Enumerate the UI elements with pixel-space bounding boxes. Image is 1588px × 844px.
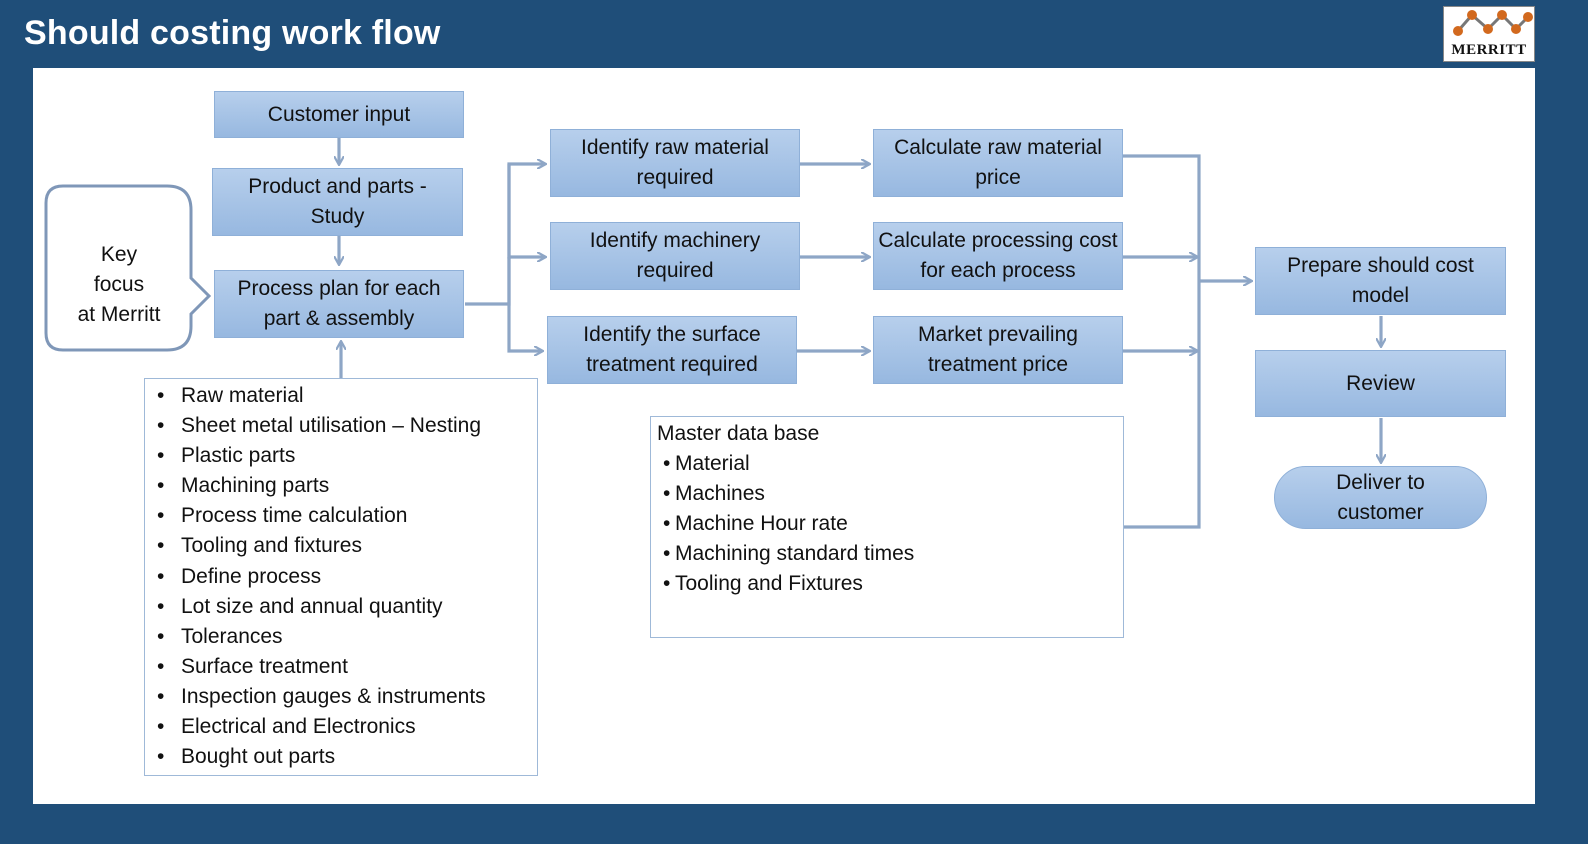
list-item: Bought out parts	[145, 742, 537, 772]
arrow-plan-to-surface	[507, 257, 542, 351]
list-item: Surface treatment	[145, 652, 537, 682]
customer-input-box: Customer input	[214, 91, 464, 138]
list-item: Inspection gauges & instruments	[145, 682, 537, 712]
product-study-box: Product and parts - Study	[212, 168, 463, 236]
identify-surface-line-2: treatment required	[586, 353, 758, 376]
key-focus-callout: Key focus at Merritt	[73, 240, 165, 330]
list-item: Material	[651, 449, 1123, 479]
list-item: Sheet metal utilisation – Nesting	[145, 411, 537, 441]
identify-machinery-line-2: required	[636, 259, 714, 282]
list-item: Process time calculation	[145, 501, 537, 531]
list-item: Tooling and Fixtures	[651, 569, 1123, 599]
prepare-model-box: Prepare should cost model	[1255, 247, 1506, 315]
identify-surface-line-1: Identify the surface	[583, 323, 761, 346]
list-item: Define process	[145, 562, 537, 592]
logo-molecule-icon	[1453, 10, 1533, 36]
merritt-logo: MERRITT	[1443, 6, 1535, 62]
identify-raw-line-2: required	[636, 166, 714, 189]
calc-processing-line-2: for each process	[920, 259, 1076, 282]
process-plan-line-2: part & assembly	[263, 307, 415, 330]
calc-raw-line-1: Calculate raw material	[894, 136, 1102, 159]
list-item: Electrical and Electronics	[145, 712, 537, 742]
review-box: Review	[1255, 350, 1506, 417]
deliver-box: Deliver to customer	[1274, 466, 1487, 529]
list-item: Machine Hour rate	[651, 509, 1123, 539]
calc-processing-line-1: Calculate processing cost	[878, 229, 1118, 252]
page-title: Should costing work flow	[24, 14, 441, 52]
master-database-title: Master data base	[657, 422, 820, 445]
review-label: Review	[1346, 371, 1415, 395]
market-price-line-2: treatment price	[927, 353, 1069, 376]
list-item: Lot size and annual quantity	[145, 592, 537, 622]
identify-surface-box: Identify the surface treatment required	[547, 316, 797, 384]
list-item: Raw material	[145, 381, 537, 411]
master-database-box: Master data base Material Machines Machi…	[650, 416, 1124, 638]
identify-machinery-line-1: Identify machinery	[589, 229, 761, 252]
list-item: Tolerances	[145, 622, 537, 652]
list-item: Machines	[651, 479, 1123, 509]
inputs-list: Raw material Sheet metal utilisation – N…	[145, 381, 537, 772]
product-study-line-2: Study	[310, 205, 365, 228]
prepare-model-line-1: Prepare should cost	[1287, 254, 1474, 277]
diagram-canvas: Key focus at Merritt Customer input Prod…	[33, 68, 1535, 804]
prepare-model-line-2: model	[1351, 284, 1410, 307]
key-focus-callout-shape	[44, 184, 212, 352]
logo-text: MERRITT	[1451, 42, 1527, 58]
arrow-plan-to-raw	[465, 164, 545, 306]
calc-raw-line-2: price	[975, 166, 1021, 189]
deliver-line-2: customer	[1337, 500, 1424, 524]
identify-raw-box: Identify raw material required	[550, 129, 800, 197]
process-plan-line-1: Process plan for each	[237, 277, 441, 300]
connectors	[44, 138, 1535, 529]
market-price-box: Market prevailing treatment price	[873, 316, 1123, 384]
list-item: Tooling and fixtures	[145, 531, 537, 561]
customer-input-label: Customer input	[267, 102, 411, 126]
callout-line-2: at Merritt	[77, 303, 161, 326]
deliver-line-1: Deliver to	[1336, 470, 1425, 494]
arrow-plan-to-machinery	[507, 164, 545, 257]
process-plan-box: Process plan for each part & assembly	[214, 270, 464, 338]
list-item: Machining standard times	[651, 539, 1123, 569]
inputs-list-box: Raw material Sheet metal utilisation – N…	[144, 378, 538, 776]
product-study-line-1: Product and parts -	[248, 175, 427, 198]
callout-line-1: Key focus	[93, 243, 145, 296]
master-database-list: Material Machines Machine Hour rate Mach…	[651, 449, 1123, 599]
calc-raw-box: Calculate raw material price	[873, 129, 1123, 197]
market-price-line-1: Market prevailing	[918, 323, 1078, 346]
list-item: Machining parts	[145, 471, 537, 501]
calc-processing-box: Calculate processing cost for each proce…	[873, 222, 1123, 290]
merge-bus	[1123, 154, 1201, 529]
identify-raw-line-1: Identify raw material	[581, 136, 769, 159]
identify-machinery-box: Identify machinery required	[550, 222, 800, 290]
list-item: Plastic parts	[145, 441, 537, 471]
